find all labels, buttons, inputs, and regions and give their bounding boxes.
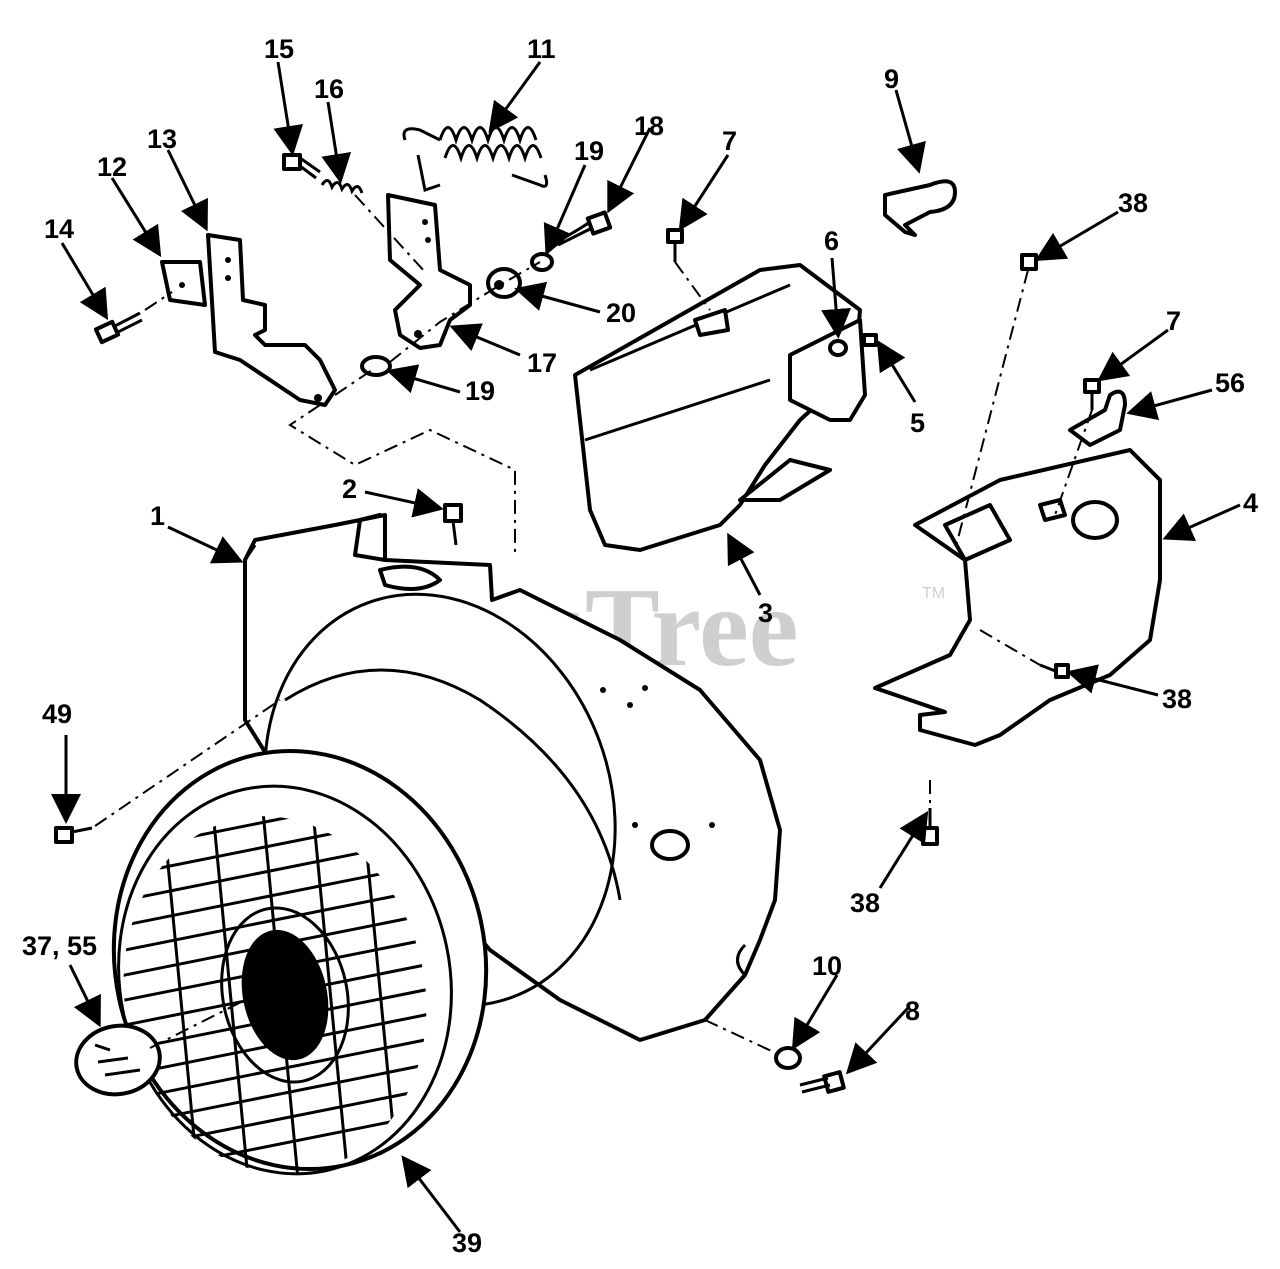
part-18-bolt [557,210,613,247]
part-19-washer-upper [530,252,554,272]
callout-18: 18 [634,111,664,141]
part-9-clamp [883,179,957,237]
part-8-bolt [799,1070,846,1094]
callout-7-upper: 7 [722,126,737,156]
callout-8: 8 [905,996,920,1026]
callout-19-lower: 19 [465,376,495,406]
callout-13: 13 [147,124,177,154]
callout-1: 1 [150,501,165,531]
part-38-screw-bottom [921,808,939,846]
watermark-trademark: TM [922,585,945,602]
part-49-screw [54,826,93,844]
part-14-screw [93,311,143,345]
callout-14: 14 [44,214,74,244]
callout-6: 6 [824,226,839,256]
callout-15: 15 [264,34,294,64]
part-4-cylinder-shield [873,448,1162,747]
callout-38-bottom: 38 [850,888,880,918]
callout-56: 56 [1215,368,1245,398]
part-38-screw-top [1020,253,1038,271]
part-7-screw-upper [666,228,684,262]
callout-12: 12 [97,152,127,182]
leader-arrows [51,61,1241,1233]
callout-2: 2 [342,474,357,504]
part-15-screw [282,153,321,180]
part-11-spring [402,126,549,192]
callout-17: 17 [527,348,557,378]
callout-11: 11 [527,34,556,64]
callout-37-55: 37, 55 [22,931,97,961]
callout-20: 20 [606,298,636,328]
callout-labels: 1 2 3 4 5 6 7 7 8 9 10 11 12 13 14 15 16… [22,34,1258,1258]
callout-16: 16 [314,74,344,104]
callout-9: 9 [884,64,899,94]
part-56-bracket [1068,389,1127,447]
part-37-55-decal [74,1023,162,1097]
assembly-lines [94,194,1093,1056]
callout-38-right: 38 [1162,684,1192,714]
part-10-washer [774,1046,802,1070]
callout-19-upper: 19 [574,136,604,166]
part-16-spring [320,179,364,195]
part-1-blower-housing [243,513,782,1042]
part-7-screw-right [1083,378,1101,410]
part-39-grille-screen [99,749,489,1201]
part-19-washer-lower [360,355,392,377]
part-17-lever [386,193,472,350]
callout-4: 4 [1243,488,1258,518]
part-2-screw [443,503,463,546]
part-12-clip [160,260,207,307]
callout-49: 49 [42,699,72,729]
callout-10: 10 [812,951,842,981]
part-38-screw-right [1039,663,1070,679]
part-5-screw [859,333,878,347]
callout-3: 3 [758,598,773,628]
part-13-bracket [206,233,337,407]
callout-7-right: 7 [1166,306,1181,336]
callout-5: 5 [910,408,925,438]
callout-39: 39 [452,1228,482,1258]
part-6-washer [828,339,848,357]
callout-38-top: 38 [1118,188,1148,218]
